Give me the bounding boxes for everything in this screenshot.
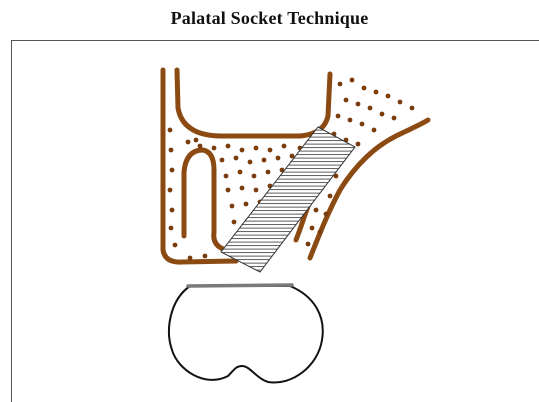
bone-dot (220, 158, 225, 163)
bone-dot (173, 243, 178, 248)
bone-dot (338, 82, 343, 87)
bone-dot (248, 160, 253, 165)
bone-dot (324, 212, 329, 217)
bone-dot (252, 174, 257, 179)
bone-dot (344, 98, 349, 103)
bone-dot (188, 256, 193, 261)
bone-dot (268, 148, 273, 153)
bone-dot (254, 146, 259, 151)
bone-dot (336, 114, 341, 119)
bone-dot (282, 144, 287, 149)
bone-dot (238, 170, 243, 175)
bone-dot (360, 122, 365, 127)
bone-dot (362, 86, 367, 91)
bone-dot (169, 226, 174, 231)
bone-dot (356, 102, 361, 107)
bone-dot (386, 94, 391, 99)
bone-dot (212, 146, 217, 151)
tooth-crown (169, 285, 323, 383)
bone-dot (240, 186, 245, 191)
bone-dot (168, 188, 173, 193)
bone-dot (170, 168, 175, 173)
bone-dot (226, 188, 231, 193)
bone-dot (224, 174, 229, 179)
bone-dot (350, 78, 355, 83)
bone-dot (314, 208, 319, 213)
bone-dot (234, 156, 239, 161)
bone-dot (254, 188, 259, 193)
bone-dot (306, 242, 311, 247)
bone-dot (276, 156, 281, 161)
crown-base-line (188, 285, 292, 286)
bone-dot (380, 112, 385, 117)
bone-dot (168, 128, 173, 133)
bone-dot (398, 100, 403, 105)
bone-dot (348, 118, 353, 123)
bone-dot (372, 128, 377, 133)
bone-dot (226, 144, 231, 149)
bone-dot (262, 158, 267, 163)
bone-dot (410, 106, 415, 111)
bone-dot (232, 220, 237, 225)
bone-dot (194, 138, 199, 143)
bone-dot (169, 148, 174, 153)
bone-dot (328, 194, 333, 199)
bone-dot (356, 142, 361, 147)
bone-dot (198, 144, 203, 149)
bone-dot (240, 148, 245, 153)
bone-dot (230, 204, 235, 209)
bone-dot (266, 170, 271, 175)
bone-dot (244, 202, 249, 207)
bone-dot (186, 140, 191, 145)
bone-dot (318, 230, 323, 235)
bone-dot (392, 116, 397, 121)
bone-dot (374, 90, 379, 95)
bone-dot (203, 254, 208, 259)
bone-dot (368, 106, 373, 111)
bone-dot (170, 208, 175, 213)
bone-dot (310, 226, 315, 231)
